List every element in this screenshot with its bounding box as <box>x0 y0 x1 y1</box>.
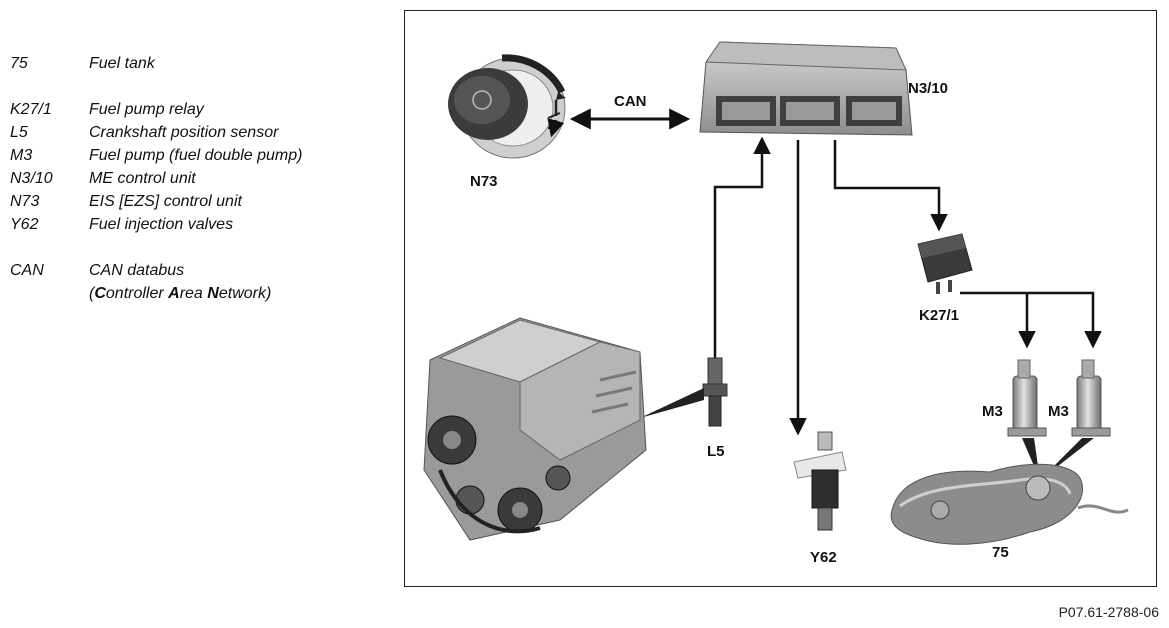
fuel-injector-y62 <box>793 431 847 531</box>
legend-item-l5: L5 Crankshaft position sensor <box>10 121 390 144</box>
label-m3-right: M3 <box>1048 403 1069 420</box>
eis-control-unit-n73 <box>448 54 566 159</box>
crankshaft-sensor-l5 <box>702 357 728 427</box>
legend-desc: Crankshaft position sensor <box>89 124 279 141</box>
fuel-pump-m3-right <box>1071 359 1111 437</box>
fuel-pump-relay-k271 <box>917 233 973 294</box>
legend-desc: Fuel injection valves <box>89 216 234 233</box>
legend-code: N3/10 <box>10 170 53 187</box>
label-k271: K27/1 <box>919 307 959 324</box>
l5-to-ecu-line <box>713 136 771 365</box>
legend-item-can: CAN CAN databus <box>10 259 390 282</box>
fuel-tank-75 <box>890 463 1129 545</box>
label-n310: N3/10 <box>908 80 948 97</box>
me-control-unit-n310 <box>699 41 913 136</box>
legend-item-can-expansion: (Controller Area Network) <box>10 282 390 305</box>
legend-code: CAN <box>10 262 44 279</box>
fuel-pump-m3-left <box>1007 359 1047 437</box>
legend-code: N73 <box>10 193 40 210</box>
legend-desc: CAN databus <box>89 262 185 279</box>
legend: 75 Fuel tank K27/1 Fuel pump relay L5 Cr… <box>10 52 390 305</box>
legend-desc: Fuel tank <box>89 55 155 72</box>
legend-code: M3 <box>10 147 33 164</box>
legend-desc: ME control unit <box>89 170 196 187</box>
legend-code: L5 <box>10 124 28 141</box>
reference-code: P07.61-2788-06 <box>1058 604 1159 620</box>
l5-pointer <box>640 388 704 418</box>
relay-to-pump-right-line <box>960 291 1102 349</box>
label-75: 75 <box>992 544 1009 561</box>
label-n73: N73 <box>470 173 498 190</box>
legend-item-k271: K27/1 Fuel pump relay <box>10 98 390 121</box>
label-y62: Y62 <box>810 549 837 566</box>
label-can: CAN <box>614 93 647 110</box>
legend-code: 75 <box>10 55 28 72</box>
label-l5: L5 <box>707 443 725 460</box>
legend-item-y62: Y62 Fuel injection valves <box>10 213 390 236</box>
legend-item-m3: M3 Fuel pump (fuel double pump) <box>10 144 390 167</box>
diagram-frame <box>404 10 1157 587</box>
legend-item-n73: N73 EIS [EZS] control unit <box>10 190 390 213</box>
ecu-to-relay-line <box>833 140 948 232</box>
legend-desc: EIS [EZS] control unit <box>89 193 242 210</box>
label-m3-left: M3 <box>982 403 1003 420</box>
legend-item-n310: N3/10 ME control unit <box>10 167 390 190</box>
legend-code: Y62 <box>10 216 39 233</box>
legend-desc: Fuel pump (fuel double pump) <box>89 147 303 164</box>
can-expansion: (Controller Area Network) <box>89 285 272 302</box>
legend-item-75: 75 Fuel tank <box>10 52 390 75</box>
engine-illustration <box>423 317 647 541</box>
legend-code: K27/1 <box>10 101 52 118</box>
legend-desc: Fuel pump relay <box>89 101 204 118</box>
